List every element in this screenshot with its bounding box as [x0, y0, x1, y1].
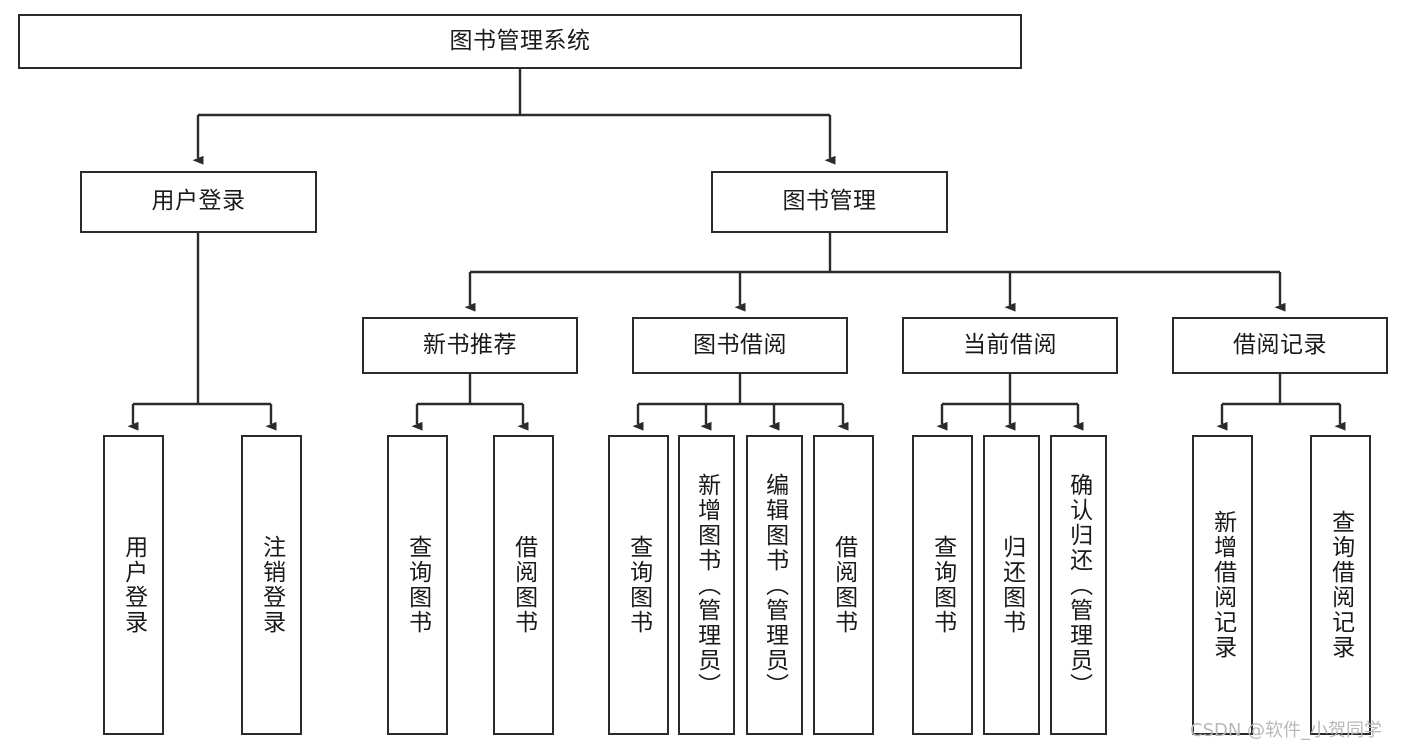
- node-label: 查询图书: [625, 535, 652, 635]
- node-label: 借阅图书: [830, 535, 857, 635]
- node-label: 当前借阅: [963, 331, 1057, 358]
- node-label: 注销登录: [258, 535, 285, 635]
- leaf-user-login[interactable]: 用户登录: [103, 435, 164, 735]
- node-label: 新增图书（管理员）: [693, 472, 720, 698]
- node-borrow-record[interactable]: 借阅记录: [1172, 317, 1388, 374]
- leaf-query-book-current[interactable]: 查询图书: [912, 435, 973, 735]
- node-label: 查询借阅记录: [1327, 510, 1354, 660]
- leaf-query-borrow-record[interactable]: 查询借阅记录: [1310, 435, 1371, 735]
- leaf-query-book-borrow[interactable]: 查询图书: [608, 435, 669, 735]
- leaf-edit-book-admin[interactable]: 编辑图书（管理员）: [746, 435, 803, 735]
- node-label: 新增借阅记录: [1209, 510, 1236, 660]
- leaf-borrow-book[interactable]: 借阅图书: [813, 435, 874, 735]
- node-label: 查询图书: [404, 535, 431, 635]
- leaf-add-book-admin[interactable]: 新增图书（管理员）: [678, 435, 735, 735]
- leaf-confirm-return-admin[interactable]: 确认归还（管理员）: [1050, 435, 1107, 735]
- leaf-add-borrow-record[interactable]: 新增借阅记录: [1192, 435, 1253, 735]
- node-label: 查询图书: [929, 535, 956, 635]
- leaf-user-logout[interactable]: 注销登录: [241, 435, 302, 735]
- node-book-borrow[interactable]: 图书借阅: [632, 317, 848, 374]
- node-current-borrow[interactable]: 当前借阅: [902, 317, 1118, 374]
- node-label: 用户登录: [151, 188, 246, 215]
- node-label: 用户登录: [120, 535, 147, 635]
- leaf-query-book-recommend[interactable]: 查询图书: [387, 435, 448, 735]
- node-root-system[interactable]: 图书管理系统: [18, 14, 1022, 69]
- leaf-return-book[interactable]: 归还图书: [983, 435, 1040, 735]
- node-label: 新书推荐: [423, 331, 517, 358]
- node-new-book-recommend[interactable]: 新书推荐: [362, 317, 578, 374]
- leaf-borrow-book-recommend[interactable]: 借阅图书: [493, 435, 554, 735]
- node-label: 图书借阅: [693, 331, 787, 358]
- node-label: 归还图书: [998, 535, 1025, 635]
- node-label: 图书管理系统: [449, 27, 591, 54]
- node-label: 编辑图书（管理员）: [761, 472, 788, 698]
- node-label: 确认归还（管理员）: [1065, 472, 1092, 698]
- node-user-login-module[interactable]: 用户登录: [80, 171, 317, 233]
- node-label: 借阅记录: [1233, 331, 1327, 358]
- node-book-management-module[interactable]: 图书管理: [711, 171, 948, 233]
- node-label: 借阅图书: [510, 535, 537, 635]
- node-label: 图书管理: [782, 188, 877, 215]
